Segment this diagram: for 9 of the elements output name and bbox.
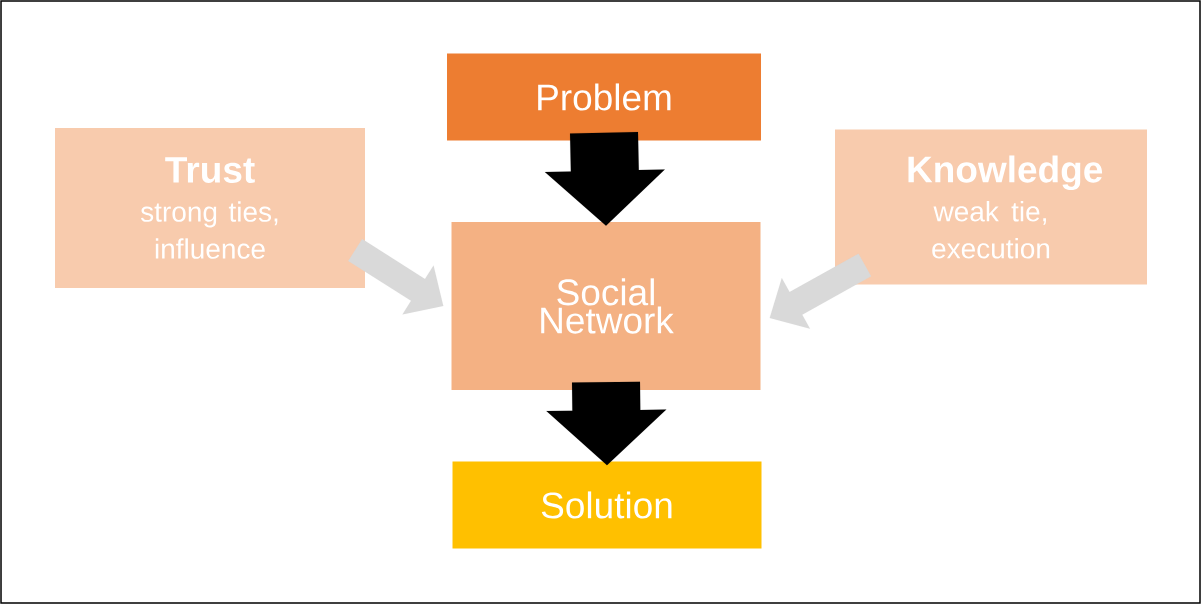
process-box: Social Network — [451, 222, 761, 390]
block-arrow — [348, 238, 444, 315]
block-arrow — [769, 253, 872, 329]
factor-box: Knowledge weak tie, execution — [835, 129, 1147, 285]
factor-box: Trust strong ties, influence — [55, 128, 365, 288]
block-arrow — [544, 131, 665, 226]
process-box: Problem — [447, 53, 761, 141]
result-box: Solution — [452, 461, 762, 549]
block-arrow — [546, 381, 667, 466]
